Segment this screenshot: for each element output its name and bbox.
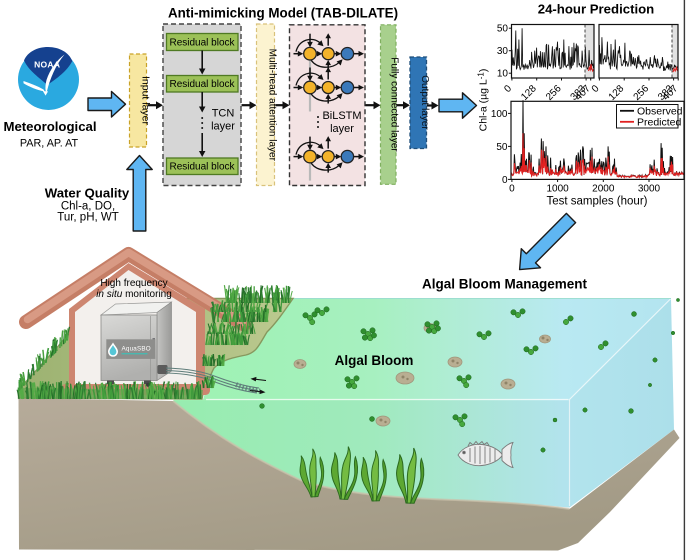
svg-text:128: 128 bbox=[519, 83, 539, 103]
svg-text:layer: layer bbox=[330, 123, 354, 135]
svg-text:256: 256 bbox=[632, 83, 652, 103]
svg-text:TCN: TCN bbox=[212, 108, 235, 120]
svg-text:100: 100 bbox=[491, 109, 508, 120]
svg-text:NOAA: NOAA bbox=[34, 60, 60, 70]
svg-text:Algal Bloom: Algal Bloom bbox=[335, 353, 414, 368]
svg-text:Predicted: Predicted bbox=[637, 116, 682, 128]
svg-text:30: 30 bbox=[497, 46, 509, 57]
svg-text:Test samples (hour): Test samples (hour) bbox=[547, 196, 648, 208]
svg-text:Chl-a (µg L-1): Chl-a (µg L-1) bbox=[477, 69, 490, 132]
svg-text:AquaSBO: AquaSBO bbox=[122, 346, 151, 353]
svg-text:Observed: Observed bbox=[637, 105, 683, 117]
svg-text:Output layer: Output layer bbox=[419, 75, 430, 130]
svg-text:layer: layer bbox=[211, 121, 235, 133]
svg-text:Multi-head attention layer: Multi-head attention layer bbox=[267, 49, 278, 162]
svg-text:Fully connected layer: Fully connected layer bbox=[389, 57, 400, 152]
svg-text:0: 0 bbox=[502, 83, 514, 95]
svg-text:3000: 3000 bbox=[638, 184, 661, 195]
svg-text:Residual block: Residual block bbox=[169, 162, 235, 173]
svg-text:2000: 2000 bbox=[592, 184, 615, 195]
svg-text:Residual block: Residual block bbox=[169, 38, 235, 49]
svg-text:128: 128 bbox=[607, 83, 627, 103]
svg-text:0: 0 bbox=[502, 175, 508, 186]
svg-text:256: 256 bbox=[544, 83, 564, 103]
svg-text:PAR, AP. AT: PAR, AP. AT bbox=[20, 138, 79, 150]
svg-text:Water Quality: Water Quality bbox=[45, 186, 130, 201]
svg-text:Meteorological: Meteorological bbox=[3, 119, 96, 134]
svg-text:Anti-mimicking Model (TAB-DILA: Anti-mimicking Model (TAB-DILATE) bbox=[168, 6, 398, 21]
svg-text:50: 50 bbox=[496, 142, 508, 153]
svg-text:Input layer: Input layer bbox=[140, 76, 152, 126]
svg-text:Residual block: Residual block bbox=[169, 79, 235, 90]
svg-text:10: 10 bbox=[497, 69, 509, 80]
svg-text:Algal Bloom Management: Algal Bloom Management bbox=[422, 277, 588, 292]
svg-text:BiLSTM: BiLSTM bbox=[322, 110, 361, 122]
svg-text:0: 0 bbox=[590, 83, 602, 95]
svg-text:in situ monitoring: in situ monitoring bbox=[96, 289, 172, 300]
svg-text:Tur, pH, WT: Tur, pH, WT bbox=[57, 212, 119, 224]
svg-text:0: 0 bbox=[509, 184, 515, 195]
svg-text:Chl-a, DO,: Chl-a, DO, bbox=[61, 201, 115, 213]
svg-text:1000: 1000 bbox=[546, 184, 569, 195]
svg-text:50: 50 bbox=[497, 24, 509, 35]
svg-text:24-hour Prediction: 24-hour Prediction bbox=[538, 2, 655, 17]
svg-text:High frequency: High frequency bbox=[100, 278, 167, 289]
